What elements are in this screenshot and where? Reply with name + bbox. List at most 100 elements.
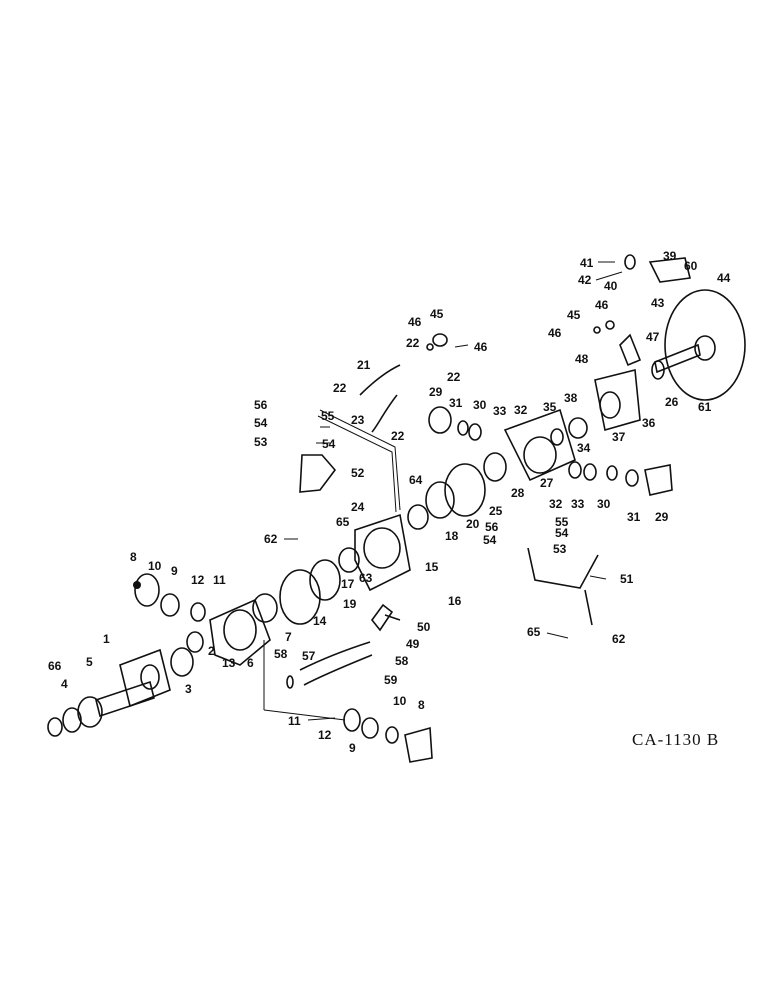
- callout-32a: 32: [514, 403, 528, 417]
- tubing: [263, 364, 599, 721]
- callout-61: 61: [698, 400, 712, 414]
- callout-47: 47: [646, 330, 660, 344]
- front-housing: [133, 573, 278, 666]
- callout-65b: 65: [527, 625, 541, 639]
- callout-1: 1: [103, 632, 110, 646]
- center-pump-body: [279, 452, 507, 625]
- callout-11a: 11: [213, 573, 226, 587]
- callout-3: 3: [185, 682, 192, 696]
- callout-55a: 55: [321, 409, 335, 423]
- callout-8b: 8: [418, 698, 425, 712]
- callout-35: 35: [543, 400, 557, 414]
- callout-10a: 10: [148, 559, 162, 573]
- shaft-assembly-left: [47, 631, 204, 737]
- callout-55b: 55: [555, 515, 569, 529]
- callout-25: 25: [489, 504, 503, 518]
- callout-22c: 22: [333, 381, 347, 395]
- callout-29a: 29: [429, 385, 443, 399]
- callout-54d: 54: [483, 533, 497, 547]
- callout-54a: 54: [254, 416, 268, 430]
- callout-58a: 58: [274, 647, 288, 661]
- callout-52: 52: [351, 466, 365, 480]
- callout-62a: 62: [264, 532, 278, 546]
- callout-24: 24: [351, 500, 365, 514]
- rear-end-pieces: [286, 675, 433, 763]
- callout-22d: 22: [391, 429, 405, 443]
- callout-17: 17: [341, 577, 355, 591]
- callout-42: 42: [578, 273, 592, 287]
- callout-9b: 9: [349, 741, 356, 755]
- callout-46a: 46: [408, 315, 422, 329]
- callout-2: 2: [208, 644, 215, 658]
- callout-26: 26: [665, 395, 679, 409]
- callout-46b: 46: [474, 340, 488, 354]
- callout-8a: 8: [130, 550, 137, 564]
- callout-29b: 29: [655, 510, 669, 524]
- callout-33a: 33: [493, 404, 507, 418]
- callout-5: 5: [86, 655, 93, 669]
- callout-37: 37: [612, 430, 626, 444]
- callout-41: 41: [580, 256, 594, 270]
- callout-30b: 30: [597, 497, 611, 511]
- callout-43: 43: [651, 296, 665, 310]
- callout-59: 59: [384, 673, 398, 687]
- callout-49: 49: [406, 637, 420, 651]
- callout-20: 20: [466, 517, 480, 531]
- callout-65a: 65: [336, 515, 350, 529]
- callout-58b: 58: [395, 654, 409, 668]
- top-linkage: [426, 254, 691, 367]
- callout-34: 34: [577, 441, 591, 455]
- callout-56b: 56: [485, 520, 499, 534]
- callout-28: 28: [511, 486, 525, 500]
- callout-57: 57: [302, 649, 316, 663]
- callout-66: 66: [48, 659, 62, 673]
- callout-48: 48: [575, 352, 589, 366]
- callout-40: 40: [604, 279, 618, 293]
- leader-lines: [284, 261, 623, 721]
- right-housing: [428, 368, 673, 496]
- drive-disc: [651, 289, 746, 401]
- callout-45b: 45: [567, 308, 581, 322]
- callout-21: 21: [357, 358, 371, 372]
- callout-36: 36: [642, 416, 656, 430]
- callout-10b: 10: [393, 694, 407, 708]
- callout-19: 19: [343, 597, 357, 611]
- callout-22b: 22: [447, 370, 461, 384]
- callout-53b: 53: [553, 542, 567, 556]
- callout-31a: 31: [449, 396, 463, 410]
- callout-64: 64: [409, 473, 423, 487]
- callout-39: 39: [663, 249, 677, 263]
- callout-14: 14: [313, 614, 327, 628]
- callout-38: 38: [564, 391, 578, 405]
- callout-6: 6: [247, 656, 254, 670]
- callout-54c: 54: [555, 526, 569, 540]
- callout-50: 50: [417, 620, 431, 634]
- callout-16: 16: [448, 594, 462, 608]
- callout-54b: 54: [322, 437, 336, 451]
- callout-7: 7: [285, 630, 292, 644]
- callout-44: 44: [717, 271, 731, 285]
- callout-30a: 30: [473, 398, 487, 412]
- callout-12a: 12: [191, 573, 205, 587]
- callout-62b: 62: [612, 632, 626, 646]
- callout-46c: 46: [595, 298, 609, 312]
- callout-56a: 56: [254, 398, 268, 412]
- callout-53a: 53: [254, 435, 268, 449]
- callout-32b: 32: [549, 497, 563, 511]
- callout-60: 60: [684, 259, 698, 273]
- callout-51: 51: [620, 572, 634, 586]
- callout-31b: 31: [627, 510, 641, 524]
- callout-33b: 33: [571, 497, 585, 511]
- callout-45a: 45: [430, 307, 444, 321]
- callout-11b: 11: [288, 714, 301, 728]
- callout-63: 63: [359, 571, 373, 585]
- callout-27: 27: [540, 476, 554, 490]
- callout-22a: 22: [406, 336, 420, 350]
- figure-code: CA-1130 B: [632, 730, 719, 749]
- callout-4: 4: [61, 677, 68, 691]
- callout-9a: 9: [171, 564, 178, 578]
- callout-15: 15: [425, 560, 439, 574]
- callout-18: 18: [445, 529, 459, 543]
- callout-labels: 1 2 3 4 5 6 7 8 8 9 9 10 10 11 11 12 12 …: [48, 249, 731, 755]
